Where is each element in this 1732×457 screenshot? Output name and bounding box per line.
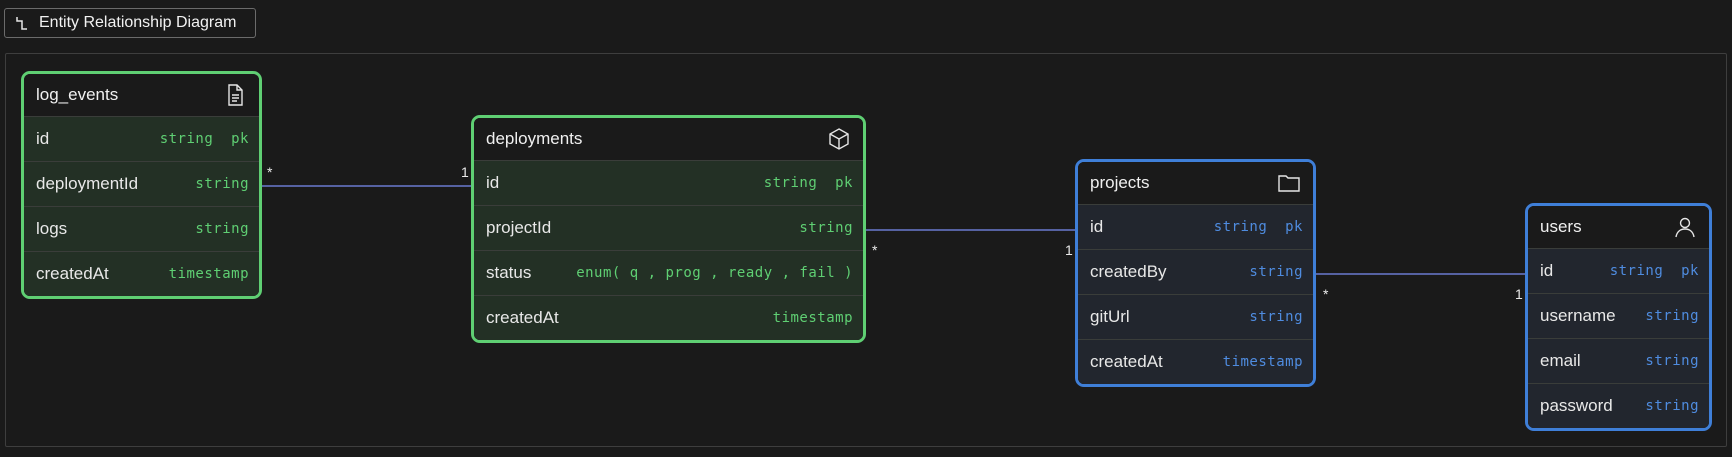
field-name: gitUrl [1090, 307, 1130, 326]
cube-icon [829, 128, 849, 150]
field-type: string [195, 176, 249, 192]
cardinality-many-1: * [267, 164, 273, 180]
table-card-log-events[interactable]: log_events id string pk deploymentId strin… [21, 71, 267, 304]
field-row[interactable]: id string pk [474, 160, 863, 205]
field-type: timestamp [1222, 354, 1303, 370]
field-row[interactable]: id string pk [1078, 204, 1313, 249]
field-type: string [1249, 264, 1303, 280]
table-card-deployments[interactable]: deployments id string pk projectId string … [471, 115, 871, 348]
field-name: id [486, 173, 500, 192]
field-row[interactable]: gitUrl string [1078, 294, 1313, 339]
diagram-title-button[interactable]: Entity Relationship Diagram [4, 8, 256, 38]
field-type: string [799, 220, 853, 236]
cardinality-many-3: * [1323, 286, 1329, 302]
field-name: createdAt [36, 264, 109, 283]
field-name: projectId [486, 218, 552, 237]
table-header: log_events [24, 74, 259, 116]
field-name: id [36, 129, 50, 148]
diagram-icon [16, 17, 27, 30]
field-name: status [486, 263, 532, 282]
field-type: string [1645, 353, 1699, 369]
field-name: password [1540, 396, 1613, 415]
field-row[interactable]: deploymentId string [24, 161, 259, 206]
field-row[interactable]: createdAt timestamp [474, 295, 863, 340]
cardinality-many-2: * [872, 242, 878, 258]
field-name: id [1090, 217, 1104, 236]
table-card-users[interactable]: users id string pk username string email st… [1525, 203, 1717, 436]
field-row[interactable]: logs string [24, 206, 259, 251]
document-icon [228, 84, 243, 106]
field-row[interactable]: email string [1528, 338, 1709, 383]
diagram-title: Entity Relationship Diagram [39, 14, 237, 31]
field-row[interactable]: createdAt timestamp [24, 251, 259, 296]
field-row[interactable]: createdAt timestamp [1078, 339, 1313, 384]
field-type: string [1249, 309, 1303, 325]
field-type: string pk [1213, 219, 1303, 235]
cardinality-one-2: 1 [1065, 242, 1073, 258]
field-name: createdAt [486, 308, 559, 327]
table-name: projects [1090, 173, 1150, 192]
field-type: timestamp [772, 310, 853, 326]
field-name: id [1540, 261, 1554, 280]
field-type: enum( q , prog , ready , fail ) [576, 265, 853, 281]
field-row[interactable]: id string pk [24, 116, 259, 161]
field-row[interactable]: status enum( q , prog , ready , fail ) [474, 250, 863, 295]
table-name: log_events [36, 85, 119, 104]
table-name: deployments [486, 129, 583, 148]
field-type: string [195, 221, 249, 237]
field-type: timestamp [168, 266, 249, 282]
table-header: deployments [474, 118, 863, 160]
field-row[interactable]: createdBy string [1078, 249, 1313, 294]
field-name: username [1540, 306, 1616, 325]
folder-icon [1278, 175, 1300, 192]
field-name: createdAt [1090, 352, 1163, 371]
diagram-canvas[interactable] [5, 53, 1727, 447]
field-row[interactable]: username string [1528, 293, 1709, 338]
table-header: projects [1078, 162, 1313, 204]
cardinality-one-3: 1 [1515, 286, 1523, 302]
field-type: string pk [1609, 263, 1699, 279]
field-type: string [1645, 398, 1699, 414]
field-row[interactable]: password string [1528, 383, 1709, 428]
field-name: email [1540, 351, 1581, 370]
field-type: string [1645, 308, 1699, 324]
field-name: logs [36, 219, 68, 238]
cardinality-one-1: 1 [461, 164, 469, 180]
field-row[interactable]: projectId string [474, 205, 863, 250]
table-header: users [1528, 206, 1709, 248]
field-name: deploymentId [36, 174, 139, 193]
field-type: string pk [763, 175, 853, 191]
table-card-projects[interactable]: projects id string pk createdBy string git… [1075, 159, 1321, 392]
field-type: string pk [159, 131, 249, 147]
table-name: users [1540, 217, 1582, 236]
field-name: createdBy [1090, 262, 1167, 281]
user-icon [1675, 217, 1695, 238]
field-row[interactable]: id string pk [1528, 248, 1709, 293]
